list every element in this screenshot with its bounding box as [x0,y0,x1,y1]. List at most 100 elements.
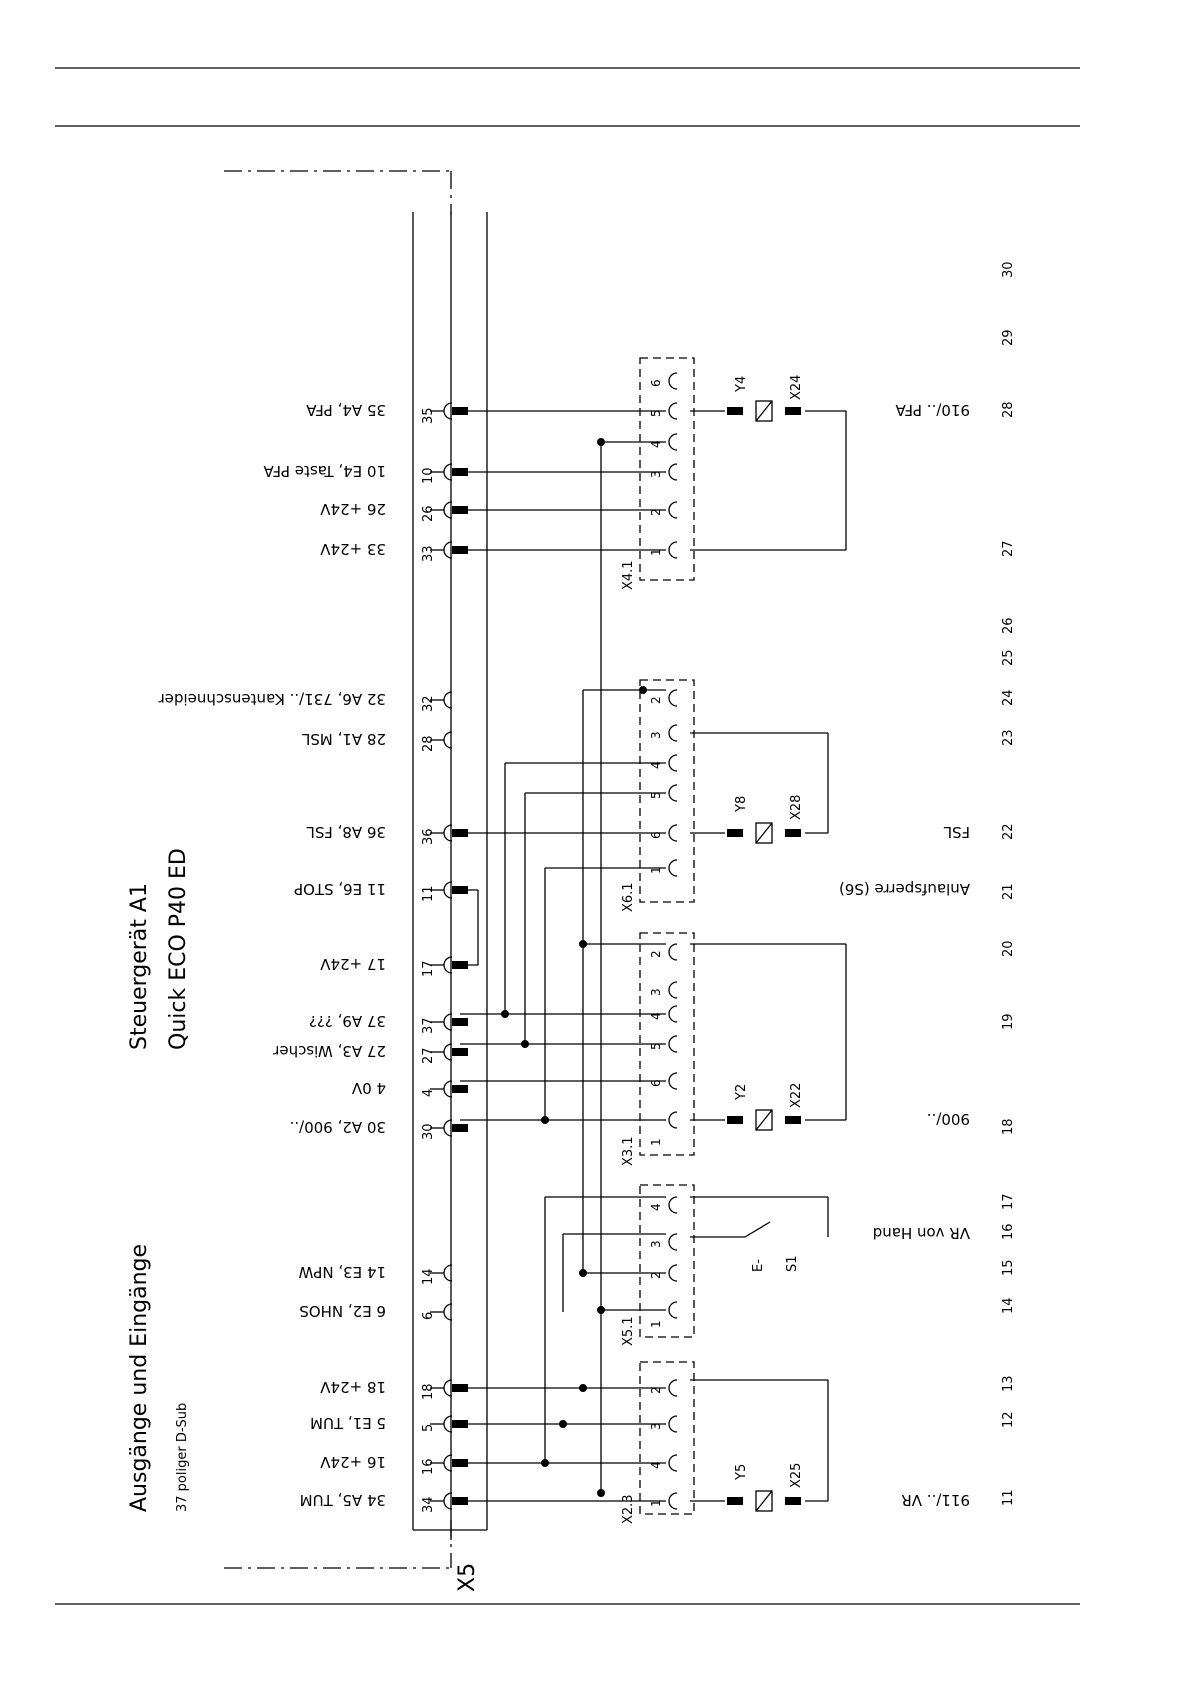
device-y5: Y5 [734,1464,749,1481]
x61-pin-1: 1 [649,866,663,874]
pin-num-35: 35 [421,407,436,424]
x5-pin-numbers: 35 10 26 33 32 28 36 11 17 37 27 4 30 14… [421,407,436,1513]
pin-label-37: 37 A9, ??? [309,1012,386,1030]
io-title: Ausgänge und Eingänge [127,1244,152,1512]
col-23: 23 [1001,729,1016,746]
x61-pin-4: 4 [649,761,663,769]
col-12: 12 [1001,1411,1016,1428]
pin-num-11: 11 [421,885,436,902]
pin-marks [452,407,801,1505]
pin-num-28: 28 [421,735,436,752]
pin-label-10: 10 E4, Taste PFA [263,462,386,480]
x5-pin-labels: 35 A4, PFA 10 E4, Taste PFA 26 +24V 33 +… [158,401,386,1509]
pin-label-4: 4 0V [351,1079,386,1097]
x31-pin-5: 5 [649,1042,663,1050]
x61-pin-5: 5 [649,791,663,799]
pin-label-28: 28 A1, MSL [301,730,386,748]
pin-label-33: 33 +24V [319,540,386,558]
x23-pin-1: 1 [649,1499,663,1507]
x51-pin-4: 4 [649,1203,663,1211]
col-25: 25 [1001,649,1016,666]
x23-pin-3: 3 [649,1422,663,1430]
x23-pin-2: 2 [649,1386,663,1394]
pin-label-17: 17 +24V [319,955,386,973]
device-s1: S1 [785,1255,800,1272]
plug-x6-1: X6.1 [621,882,636,912]
x41-pin-3: 3 [649,470,663,478]
plug-x4-1: X4.1 [621,560,636,590]
x5-pin-ticks [430,410,444,1502]
controller-model: Quick ECO P40 ED [166,848,191,1050]
pin-num-14: 14 [421,1268,436,1285]
col-20: 20 [1001,940,1016,957]
pin-num-10: 10 [421,467,436,484]
x31-pin-3: 3 [649,988,663,996]
pin-num-17: 17 [421,960,436,977]
pin-label-32: 32 A6, 731/.. Kantenschneider [158,690,386,708]
function-911-vr: 911/.. VR [901,1491,970,1509]
pin-num-16: 16 [421,1458,436,1475]
function-900: 900/.. [927,1110,970,1128]
col-14: 14 [1001,1297,1016,1314]
output-wires [690,410,847,1502]
pin-num-32: 32 [421,695,436,712]
col-15: 15 [1001,1259,1016,1276]
x41-pin-5: 5 [649,409,663,417]
col-26: 26 [1001,617,1016,634]
pin-num-37: 37 [421,1017,436,1034]
pin-label-30: 30 A2, 900/.. [290,1118,386,1136]
x31-pin-1: 1 [649,1138,663,1146]
x61-pin-2: 2 [649,696,663,704]
pin-num-36: 36 [421,828,436,845]
controller-title: Steuergerät A1 [127,883,152,1050]
pin-label-18: 18 +24V [319,1378,386,1396]
x41-pin-6: 6 [649,379,663,387]
pin-label-6: 6 E2, NHOS [299,1302,386,1320]
col-24: 24 [1001,689,1016,706]
switch-symbol: E- [751,1259,766,1272]
x41-pin-4: 4 [649,440,663,448]
function-vr-von-hand: VR von Hand [873,1224,970,1242]
plug-x2-3: X2.3 [621,1494,636,1524]
pin-label-35: 35 A4, PFA [306,401,386,419]
device-y8: Y8 [734,796,749,813]
x51-pin-3: 3 [649,1240,663,1248]
x31-pin-2: 2 [649,950,663,958]
col-29: 29 [1001,329,1016,346]
pin-num-4: 4 [421,1089,436,1097]
enclosure-boundary [224,170,452,1569]
io-subtitle: 37 poliger D-Sub [175,1403,190,1512]
junction-dots [501,438,647,1497]
pin-num-30: 30 [421,1123,436,1140]
plug-sockets [668,372,678,1510]
x61-pin-3: 3 [649,731,663,739]
col-28: 28 [1001,401,1016,418]
pin-label-5: 5 E1, TUM [310,1414,386,1432]
function-fsl: FSL [943,823,970,841]
pin-label-11: 11 E6, STOP [294,880,386,898]
device-x22: X22 [789,1083,804,1108]
device-labels: Y4 X24 Y8 X28 Y2 X22 Y5 X25 S1 E- [734,375,804,1488]
x23-pin-4: 4 [649,1461,663,1469]
x5-sockets [443,402,453,1510]
pin-num-34: 34 [421,1496,436,1513]
x31-pin-6: 6 [649,1079,663,1087]
device-x25: X25 [789,1463,804,1488]
col-27: 27 [1001,540,1016,557]
col-22: 22 [1001,823,1016,840]
x51-pin-2: 2 [649,1271,663,1279]
plug-x5-1: X5.1 [621,1316,636,1346]
device-x28: X28 [789,795,804,820]
col-13: 13 [1001,1375,1016,1392]
pin-num-33: 33 [421,545,436,562]
x5-label: X5 [455,1563,480,1592]
wires [460,410,666,1502]
function-anlaufsperre: Anlaufsperre (S6) [839,880,970,898]
pin-label-34: 34 A5, TUM [300,1491,386,1509]
column-numbers: 30 29 28 27 26 25 24 23 22 21 20 19 18 1… [1001,261,1016,1506]
x61-pin-6: 6 [649,831,663,839]
pin-label-26: 26 +24V [319,500,386,518]
pin-num-27: 27 [421,1047,436,1064]
